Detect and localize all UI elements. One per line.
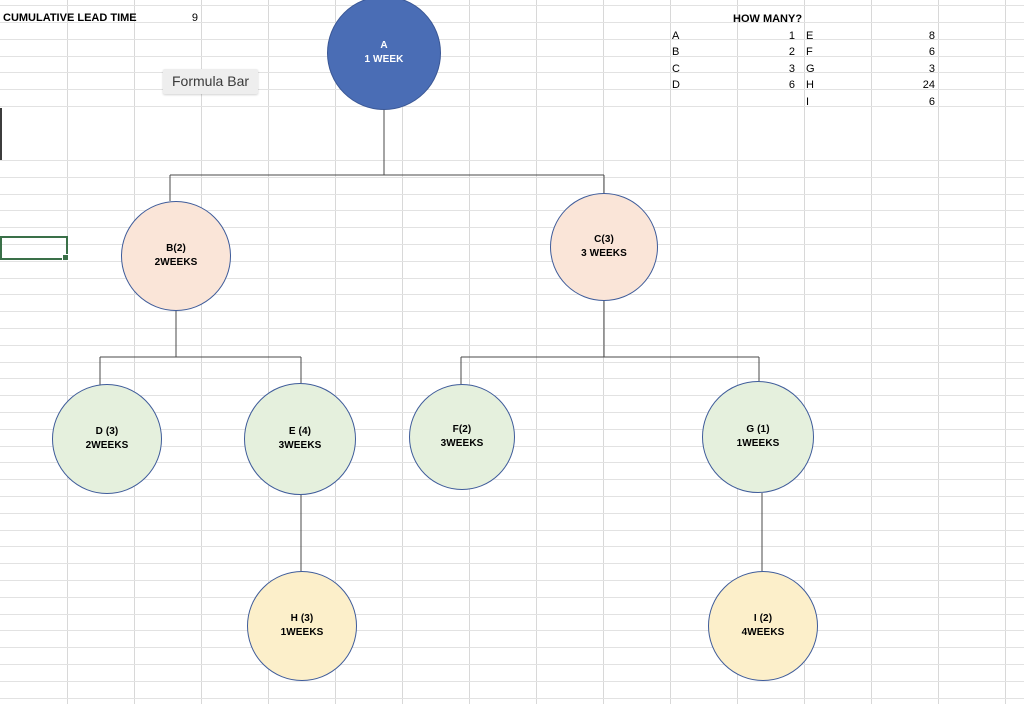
qty-row-value-i: 6	[928, 96, 935, 108]
cumulative-lead-time-value: 9	[191, 12, 198, 24]
tree-node-i[interactable]: I (2) 4WEEKS	[708, 571, 818, 681]
tree-node-lead-time: 2WEEKS	[85, 440, 129, 451]
grid-row-line-9	[0, 194, 1024, 195]
qty-row-value-c: 3	[788, 63, 795, 75]
tree-node-lead-time: 1 WEEK	[364, 54, 404, 65]
grid-row-line-3	[0, 56, 1024, 57]
grid-row-line-18	[0, 345, 1024, 346]
grid-row-line-27	[0, 496, 1024, 497]
grid-row-line-4	[0, 72, 1024, 73]
cumulative-lead-time-label: CUMULATIVE LEAD TIME	[3, 12, 137, 24]
grid-row-line-29	[0, 530, 1024, 531]
grid-column-line-0	[67, 0, 68, 704]
grid-column-line-13	[938, 0, 939, 704]
tree-node-lead-time: 3 WEEKS	[581, 248, 627, 259]
grid-row-line-38	[0, 681, 1024, 682]
qty-row-value-b: 2	[788, 46, 795, 58]
tree-node-label: D (3)	[95, 426, 119, 437]
grid-row-line-5	[0, 89, 1024, 90]
tree-node-label: A	[380, 40, 388, 51]
qty-row-value-g: 3	[928, 63, 935, 75]
tree-node-f[interactable]: F(2) 3WEEKS	[409, 384, 515, 490]
qty-row-value-a: 1	[788, 30, 795, 42]
grid-column-line-7	[536, 0, 537, 704]
grid-row-line-20	[0, 378, 1024, 379]
qty-row-label-b: B	[672, 46, 680, 58]
grid-column-line-2	[201, 0, 202, 704]
grid-row-line-33	[0, 597, 1024, 598]
tree-node-label: F(2)	[452, 424, 472, 435]
tree-node-g[interactable]: G (1) 1WEEKS	[702, 381, 814, 493]
grid-row-line-32	[0, 580, 1024, 581]
grid-column-line-14	[1005, 0, 1006, 704]
row-edge-marker	[0, 108, 2, 160]
formula-bar-tooltip: Formula Bar	[163, 69, 259, 94]
tree-node-lead-time: 2WEEKS	[154, 257, 198, 268]
qty-row-label-i: I	[806, 96, 810, 108]
grid-row-line-6	[0, 106, 1024, 107]
tree-node-e[interactable]: E (4) 3WEEKS	[244, 383, 356, 495]
grid-row-line-7	[0, 160, 1024, 161]
qty-row-value-e: 8	[928, 30, 935, 42]
grid-column-line-6	[469, 0, 470, 704]
grid-row-line-31	[0, 563, 1024, 564]
qty-row-label-c: C	[672, 63, 680, 75]
grid-row-line-39	[0, 698, 1024, 699]
grid-column-line-9	[670, 0, 671, 704]
qty-row-value-f: 6	[928, 46, 935, 58]
tree-node-label: H (3)	[290, 613, 314, 624]
tree-node-lead-time: 3WEEKS	[440, 438, 484, 449]
tree-node-label: C(3)	[594, 234, 614, 245]
tree-node-b[interactable]: B(2) 2WEEKS	[121, 201, 231, 311]
tree-node-lead-time: 4WEEKS	[741, 627, 785, 638]
qty-row-label-h: H	[806, 79, 814, 91]
grid-row-line-17	[0, 328, 1024, 329]
tree-node-c[interactable]: C(3) 3 WEEKS	[550, 193, 658, 301]
qty-row-label-f: F	[806, 46, 813, 58]
tree-node-a[interactable]: A 1 WEEK	[327, 0, 441, 110]
grid-row-line-30	[0, 546, 1024, 547]
qty-row-label-d: D	[672, 79, 680, 91]
grid-column-line-1	[134, 0, 135, 704]
qty-row-value-d: 6	[788, 79, 795, 91]
qty-row-label-a: A	[672, 30, 680, 42]
tree-node-label: I (2)	[753, 613, 773, 624]
grid-row-line-36	[0, 647, 1024, 648]
grid-row-line-34	[0, 614, 1024, 615]
fill-handle[interactable]	[62, 254, 69, 261]
tree-node-d[interactable]: D (3) 2WEEKS	[52, 384, 162, 494]
grid-row-line-26	[0, 479, 1024, 480]
tree-node-h[interactable]: H (3) 1WEEKS	[247, 571, 357, 681]
grid-row-line-37	[0, 664, 1024, 665]
grid-row-line-0	[0, 5, 1024, 6]
tree-node-lead-time: 1WEEKS	[280, 627, 324, 638]
tree-node-lead-time: 1WEEKS	[736, 438, 780, 449]
grid-row-line-2	[0, 39, 1024, 40]
qty-row-label-e: E	[806, 30, 814, 42]
tree-node-label: G (1)	[746, 424, 770, 435]
grid-row-line-19	[0, 362, 1024, 363]
grid-row-line-35	[0, 630, 1024, 631]
grid-row-line-1	[0, 22, 1024, 23]
grid-row-line-28	[0, 513, 1024, 514]
grid-column-line-12	[871, 0, 872, 704]
selected-cell[interactable]	[0, 236, 68, 260]
qty-row-value-h: 24	[922, 79, 935, 91]
grid-row-line-16	[0, 311, 1024, 312]
qty-row-label-g: G	[806, 63, 815, 75]
grid-row-line-21	[0, 395, 1024, 396]
tree-node-label: B(2)	[166, 243, 186, 254]
tree-node-label: E (4)	[288, 426, 312, 437]
grid-column-line-8	[603, 0, 604, 704]
tree-node-lead-time: 3WEEKS	[278, 440, 322, 451]
how-many-header: HOW MANY?	[733, 13, 803, 25]
grid-row-line-8	[0, 177, 1024, 178]
